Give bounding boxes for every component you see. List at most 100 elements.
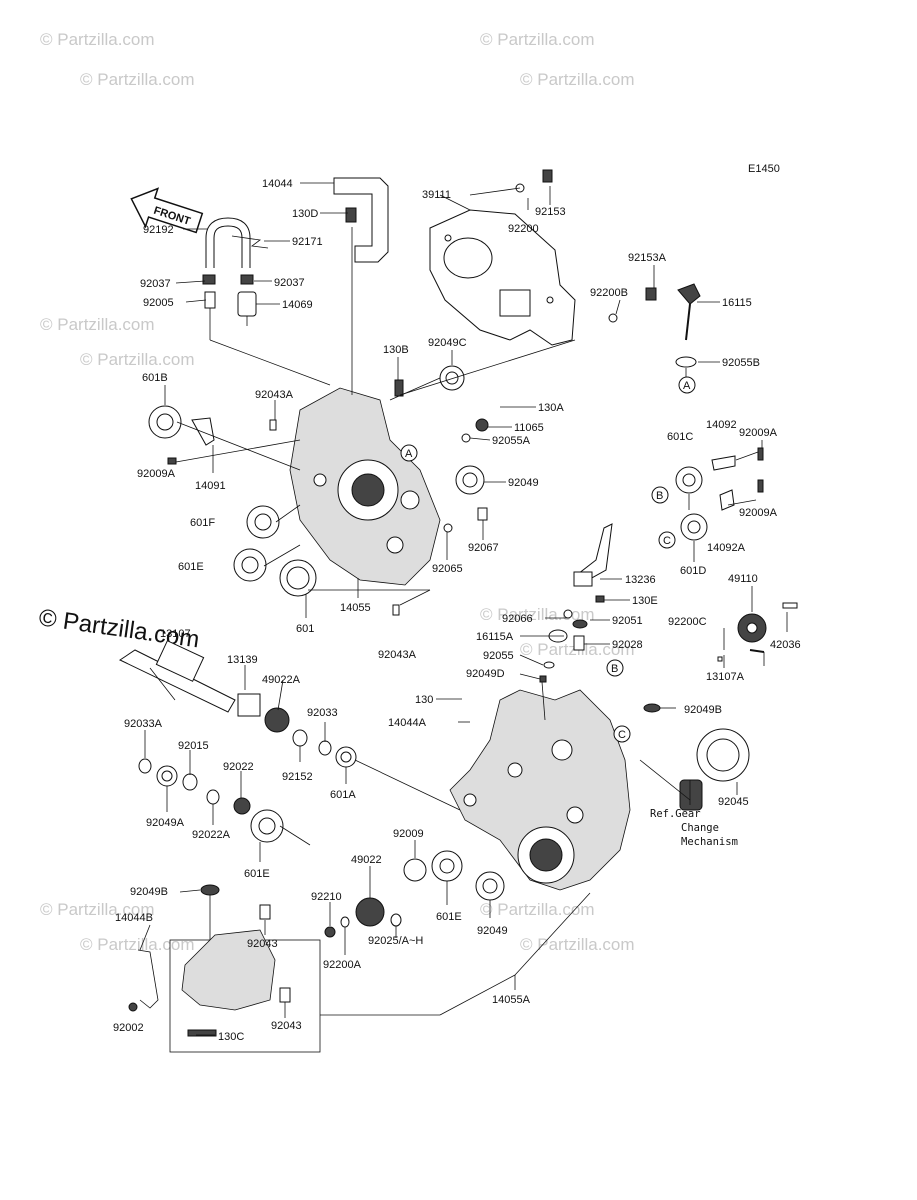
- part-label: 92037: [274, 277, 305, 289]
- part-label: 92037: [140, 278, 171, 290]
- part-label: 92055: [483, 650, 514, 662]
- part-label: 92045: [718, 796, 749, 808]
- part-label: 49110: [728, 573, 758, 585]
- part-label: 601C: [667, 431, 693, 443]
- part-label: 92153A: [628, 252, 667, 264]
- part-label: 39111: [422, 189, 451, 201]
- part-label: 92049B: [684, 704, 722, 716]
- part-label: 92002: [113, 1022, 144, 1034]
- part-label: 14044B: [115, 912, 153, 924]
- callout-circles: A A B C B C: [400, 376, 696, 743]
- part-label: 92028: [612, 639, 643, 651]
- part-label: 92192: [143, 224, 174, 236]
- watermark: © Partzilla.com: [80, 70, 195, 89]
- part-label: 92049B: [130, 886, 168, 898]
- part-label: 14092: [706, 419, 737, 431]
- part-label: 92055A: [492, 435, 531, 447]
- right-small-parts: [675, 447, 798, 643]
- watermark: © Partzilla.com: [40, 30, 155, 49]
- callout-b: B: [611, 663, 618, 675]
- part-label: 14092A: [707, 542, 746, 554]
- part-label: 11065: [514, 422, 544, 434]
- watermark: © Partzilla.com: [520, 70, 635, 89]
- part-label: 130B: [383, 344, 409, 356]
- part-label: 92153: [535, 206, 566, 218]
- part-label: 92022A: [192, 829, 231, 841]
- part-label: 14044A: [388, 717, 427, 729]
- part-labels: 14044 39111 92153 92200 130D 92192 92171…: [113, 178, 801, 1043]
- case-14055a: [449, 689, 631, 891]
- part-label: 92049A: [146, 817, 185, 829]
- part-label: 49022A: [262, 674, 301, 686]
- part-label: 601A: [330, 789, 356, 801]
- part-label: 92200B: [590, 287, 628, 299]
- part-label: 92009: [393, 828, 424, 840]
- input-shaft-parts: [118, 640, 505, 938]
- part-label: 92043: [247, 938, 278, 950]
- watermark: © Partzilla.com: [80, 350, 195, 369]
- diagram-code: E1450: [748, 163, 780, 175]
- callout-c: C: [618, 729, 626, 741]
- part-label: 92066: [502, 613, 533, 625]
- part-label: 92049D: [466, 668, 505, 680]
- case-14055: [289, 387, 441, 586]
- front-arrow-icon: FRONT: [130, 187, 204, 234]
- part-label: 130C: [218, 1031, 244, 1043]
- part-label: 42036: [770, 639, 801, 651]
- watermark: © Partzilla.com: [520, 935, 635, 954]
- part-label: 92200A: [323, 959, 362, 971]
- part-label: 14055A: [492, 994, 531, 1006]
- part-label: 92009A: [137, 468, 176, 480]
- part-label: 92065: [432, 563, 463, 575]
- part-label: 16115: [722, 297, 752, 309]
- part-label: 92015: [178, 740, 209, 752]
- ref-note-line: Change: [681, 822, 719, 834]
- part-label: 92043: [271, 1020, 302, 1032]
- part-label: 13107: [160, 628, 191, 640]
- part-label: 92210: [311, 891, 342, 903]
- part-label: 14044: [262, 178, 293, 190]
- part-label: 92025/A~H: [368, 935, 423, 947]
- part-label: 13236: [625, 574, 656, 586]
- ref-note-line: Mechanism: [681, 836, 738, 848]
- callout-b: B: [656, 490, 663, 502]
- part-label: 14055: [340, 602, 371, 614]
- watermarks: © Partzilla.com © Partzilla.com © Partzi…: [40, 30, 635, 954]
- part-label: 130E: [632, 595, 658, 607]
- part-label: 92051: [612, 615, 643, 627]
- part-label: 92055B: [722, 357, 760, 369]
- part-label: 92009A: [739, 427, 778, 439]
- part-label: 601E: [436, 911, 462, 923]
- part-label: 92043A: [378, 649, 417, 661]
- part-label: 92022: [223, 761, 254, 773]
- part-label: 130D: [292, 208, 318, 220]
- part-label: 14069: [282, 299, 313, 311]
- part-label: 92049C: [428, 337, 467, 349]
- part-label: 92033A: [124, 718, 163, 730]
- cover-bottom-left: [128, 884, 321, 1053]
- callout-a: A: [683, 380, 691, 392]
- bearing-92045: [643, 703, 750, 811]
- part-label: 92200C: [668, 616, 707, 628]
- part-label: 601D: [680, 565, 706, 577]
- leader-lines: [139, 182, 788, 1036]
- part-label: 130A: [538, 402, 564, 414]
- part-label: 13107A: [706, 671, 745, 683]
- part-label: 92171: [292, 236, 323, 248]
- part-label: 601: [296, 623, 314, 635]
- dipstick-16115: [608, 283, 701, 368]
- part-label: 92049: [477, 925, 508, 937]
- watermark: © Partzilla.com: [480, 30, 595, 49]
- part-label: 92033: [307, 707, 338, 719]
- part-label: 14091: [195, 480, 226, 492]
- part-label: 92152: [282, 771, 313, 783]
- watermark: © Partzilla.com: [480, 900, 595, 919]
- watermark: © Partzilla.com: [480, 605, 595, 624]
- part-label: 601E: [178, 561, 204, 573]
- callout-a: A: [405, 448, 413, 460]
- watermark: © Partzilla.com: [40, 315, 155, 334]
- part-label: 13139: [227, 654, 258, 666]
- part-label: 130: [415, 694, 433, 706]
- part-label: 92005: [143, 297, 174, 309]
- part-label: 49022: [351, 854, 382, 866]
